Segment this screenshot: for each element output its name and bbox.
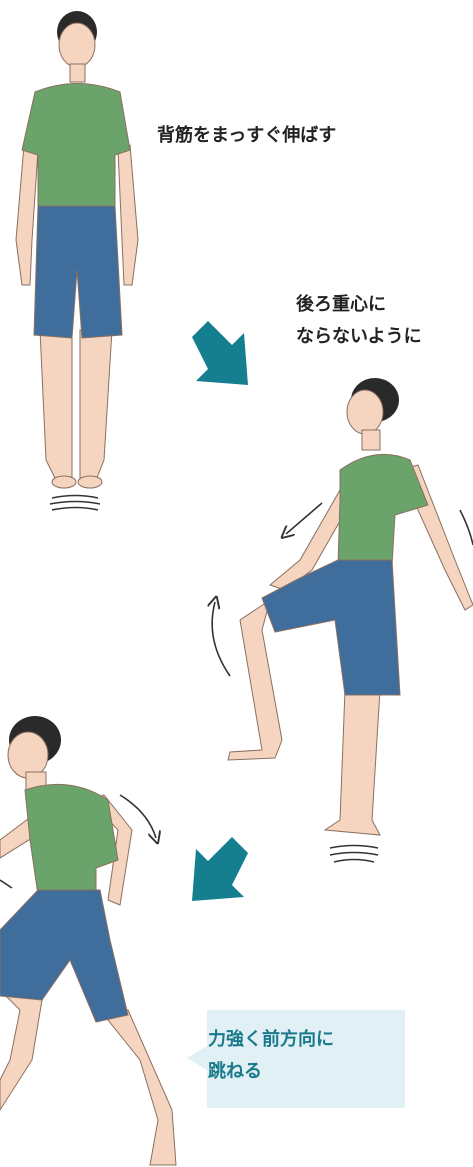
diagonal-arrow-icon (192, 837, 248, 901)
ground-bounce-icon (50, 496, 100, 511)
callout-tail (187, 1046, 207, 1070)
caption-step1: 背筋をまっすぐ伸ばす (157, 125, 336, 146)
caption-step2-line1: 後ろ重心に (296, 294, 386, 315)
callout-line2: 跳ねる (208, 1061, 262, 1082)
caption-no-back-weight: 後ろ重心に ならないように (296, 289, 422, 353)
running-figure (0, 716, 176, 1165)
ground-bounce-icon (330, 846, 378, 863)
caption-straighten-back: 背筋をまっすぐ伸ばす (157, 120, 336, 152)
standing-figure (16, 11, 138, 488)
callout-line1: 力強く前方向に (208, 1029, 334, 1050)
callout-jump-forward: 力強く前方向に 跳ねる (208, 1024, 334, 1088)
diagonal-arrow-icon (192, 321, 248, 385)
caption-step2-line2: ならないように (296, 326, 422, 347)
knee-raise-figure (228, 378, 473, 835)
